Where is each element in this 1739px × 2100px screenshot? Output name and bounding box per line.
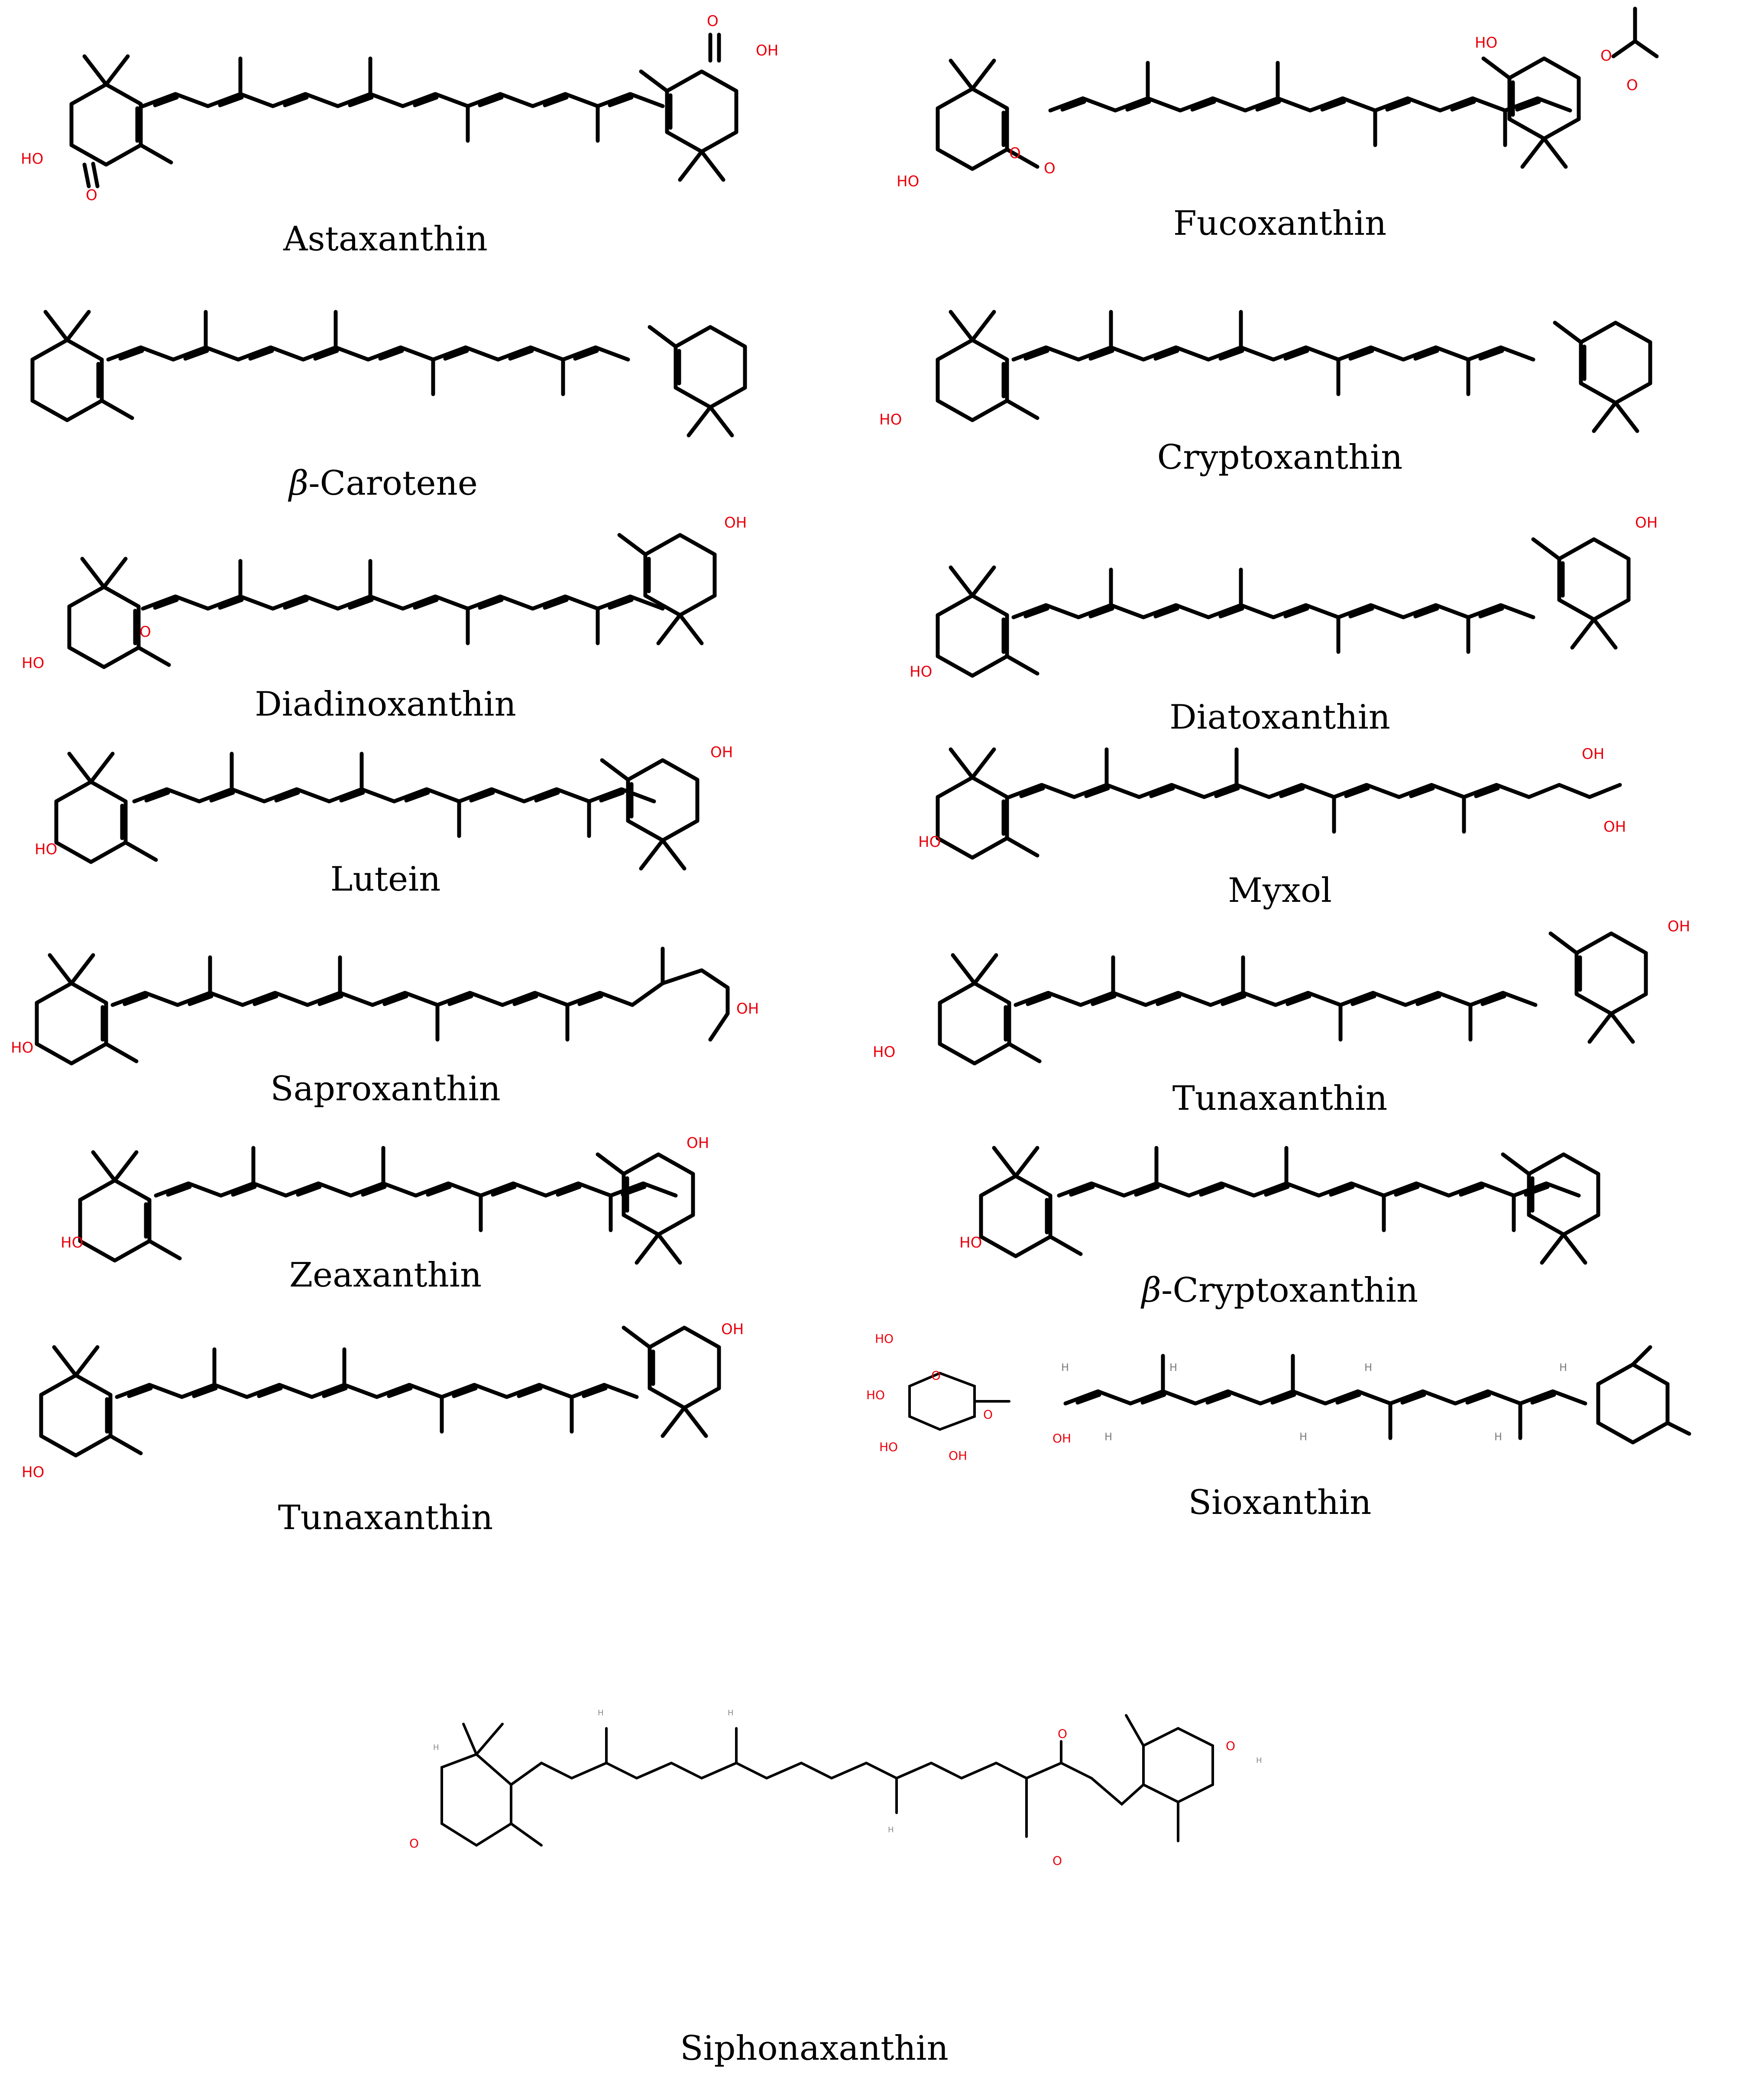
caption-beta-cryptoxanthin: β-Cryptoxanthin xyxy=(1140,1271,1418,1310)
glycosidic-oxygen-label: O xyxy=(983,1407,993,1422)
hydroxyl-label: HO xyxy=(910,663,932,681)
caption-fucoxanthin: Fucoxanthin xyxy=(1173,204,1387,243)
caption-beta-prefix: β xyxy=(288,464,308,503)
ester-label: O xyxy=(1600,47,1612,65)
caption-tunaxanthin-left: Tunaxanthin xyxy=(278,1498,493,1537)
hydrogen-label: H xyxy=(1494,1431,1502,1443)
caption-tunaxanthin-right: Tunaxanthin xyxy=(1172,1079,1388,1118)
caption-siphonaxanthin: Siphonaxanthin xyxy=(680,2029,949,2068)
structure-diatoxanthin: HO OH xyxy=(910,514,1658,681)
hydroxyl-label: OH xyxy=(721,1321,744,1338)
caption-cryptoxanthin: Cryptoxanthin xyxy=(1157,438,1403,477)
oxo-label: O xyxy=(1044,160,1056,177)
hydroxyl-label: OH xyxy=(1052,1431,1071,1445)
hydroxyl-label: HO xyxy=(35,841,57,858)
caption-beta-prefix: β xyxy=(1140,1271,1161,1310)
structure-siphonaxanthin: O O O O H H H H H xyxy=(409,1708,1262,1868)
hydroxyl-label: OH xyxy=(1668,918,1690,935)
hydroxyl-label: OH xyxy=(687,1134,709,1152)
structure-beta-cryptoxanthin: HO xyxy=(959,1148,1598,1263)
hydroxyl-label: HO xyxy=(1475,34,1497,52)
caption-lutein: Lutein xyxy=(330,860,441,899)
caption-zeaxanthin: Zeaxanthin xyxy=(289,1256,482,1295)
hydrogen-label: H xyxy=(1559,1361,1567,1374)
oxo-label: O xyxy=(707,13,719,30)
hydroxyl-label: O xyxy=(1052,1854,1062,1868)
hydroxyl-label: HO xyxy=(866,1388,885,1402)
hydrogen-label: H xyxy=(1256,1756,1262,1765)
hydroxyl-label: HO xyxy=(11,1039,33,1056)
hydroxyl-label: HO xyxy=(873,1044,895,1061)
structure-sioxanthin: HO HO HO OH O O OH H H H H H H H xyxy=(866,1332,1691,1463)
structure-zeaxanthin: HO OH xyxy=(61,1134,709,1263)
hydroxyl-label: HO xyxy=(875,1332,894,1346)
structure-fucoxanthin: HO O O HO O O xyxy=(897,6,1659,190)
caption-diadinoxanthin: Diadinoxanthin xyxy=(255,685,516,724)
structure-diadinoxanthin: HO O OH xyxy=(22,514,747,672)
epoxide-label: O xyxy=(1009,145,1021,162)
structure-tunaxanthin-left: HO OH xyxy=(22,1321,744,1481)
caption-beta-carotene-name: -Carotene xyxy=(308,464,478,503)
hydrogen-label: H xyxy=(1061,1361,1069,1374)
hydroxyl-label: OH xyxy=(1635,514,1658,531)
caption-beta-cryptoxanthin-name: -Cryptoxanthin xyxy=(1161,1271,1418,1310)
hydroxyl-label: HO xyxy=(897,173,919,190)
hydroxyl-label: O xyxy=(1226,1739,1235,1753)
structure-tunaxanthin-right: HO OH xyxy=(873,918,1690,1063)
hydrogen-label: H xyxy=(1104,1431,1112,1443)
hydroxyl-label: HO xyxy=(959,1234,982,1251)
hydroxyl-label: OH xyxy=(736,1000,759,1018)
ring-oxygen-label: O xyxy=(931,1368,941,1383)
epoxide-label: O xyxy=(139,623,151,641)
carbonyl-label: O xyxy=(1626,77,1638,94)
hydrogen-label: H xyxy=(1299,1431,1307,1443)
structure-saproxanthin: HO OH xyxy=(11,946,759,1063)
hydrogen-label: H xyxy=(1169,1361,1177,1374)
hydroxyl-label: O xyxy=(409,1836,419,1850)
caption-sioxanthin: Sioxanthin xyxy=(1188,1483,1372,1522)
hydrogen-label: H xyxy=(728,1708,734,1718)
structure-astaxanthin: O HO O OH xyxy=(21,13,778,204)
oxo-label: O xyxy=(86,187,97,204)
structure-beta-carotene xyxy=(32,312,745,435)
hydroxyl-label: HO xyxy=(879,411,902,428)
hydrogen-label: H xyxy=(598,1708,604,1718)
hydroxyl-label: OH xyxy=(724,514,747,531)
hydroxyl-label: HO xyxy=(22,655,44,672)
hydroxyl-label: OH xyxy=(949,1449,967,1463)
hydroxyl-label: OH xyxy=(710,744,733,761)
hydroxyl-label: OH xyxy=(756,42,778,59)
structure-cryptoxanthin: HO xyxy=(879,312,1650,431)
hydroxyl-label: HO xyxy=(879,1440,898,1454)
caption-diatoxanthin: Diatoxanthin xyxy=(1169,698,1390,737)
caption-myxol: Myxol xyxy=(1228,871,1332,910)
hydroxyl-label: HO xyxy=(21,150,43,168)
hydroxyl-label: HO xyxy=(22,1464,44,1481)
caption-astaxanthin: Astaxanthin xyxy=(283,220,488,259)
caption-beta-carotene: β-Carotene xyxy=(288,464,478,503)
hydrogen-label: H xyxy=(433,1743,439,1752)
oxo-label: O xyxy=(1058,1727,1067,1741)
structure-myxol: HO OH OH xyxy=(918,745,1626,858)
hydroxyl-label: OH xyxy=(1603,818,1626,836)
hydrogen-label: H xyxy=(1364,1361,1372,1374)
caption-saproxanthin: Saproxanthin xyxy=(270,1069,501,1108)
hydroxyl-label: HO xyxy=(918,833,941,851)
hydrogen-label: H xyxy=(888,1825,894,1834)
hydroxyl-label: HO xyxy=(61,1234,83,1251)
structure-lutein: HO OH xyxy=(35,744,733,869)
hydroxyl-label: OH xyxy=(1582,745,1604,763)
